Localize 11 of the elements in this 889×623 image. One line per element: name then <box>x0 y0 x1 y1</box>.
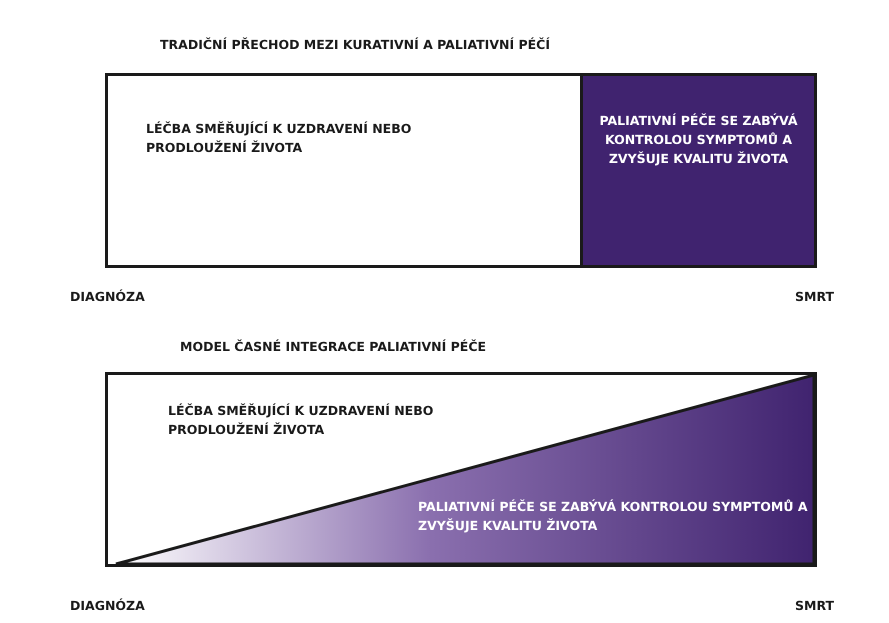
timeline-label: DIAGNÓZA <box>70 597 145 615</box>
palliative-care-block <box>580 76 814 265</box>
timeline-label: SMRT <box>795 597 834 615</box>
region-label: LÉČBA SMĚŘUJÍCÍ K UZDRAVENÍ NEBO PRODLOUŽENÍ ŽIVOTA <box>146 120 412 157</box>
panel-heading: TRADIČNÍ PŘECHOD MEZI KURATIVNÍ A PALIATIVNÍ PÉČÍ <box>160 36 550 54</box>
panel-heading: MODEL ČASNÉ INTEGRACE PALIATIVNÍ PÉČE <box>180 338 486 356</box>
region-label: LÉČBA SMĚŘUJÍCÍ K UZDRAVENÍ NEBO PRODLOUŽENÍ ŽIVOTA <box>168 402 434 439</box>
block-label: PALIATIVNÍ PÉČE SE ZABÝVÁ KONTROLOU SYMPTOMŮ A ZVYŠUJE KVALITU ŽIVOTA <box>598 112 799 168</box>
timeline-label: SMRT <box>795 288 834 306</box>
triangle-label: PALIATIVNÍ PÉČE SE ZABÝVÁ KONTROLOU SYMPTOMŮ A ZVYŠUJE KVALITU ŽIVOTA <box>418 498 808 535</box>
timeline-label: DIAGNÓZA <box>70 288 145 306</box>
